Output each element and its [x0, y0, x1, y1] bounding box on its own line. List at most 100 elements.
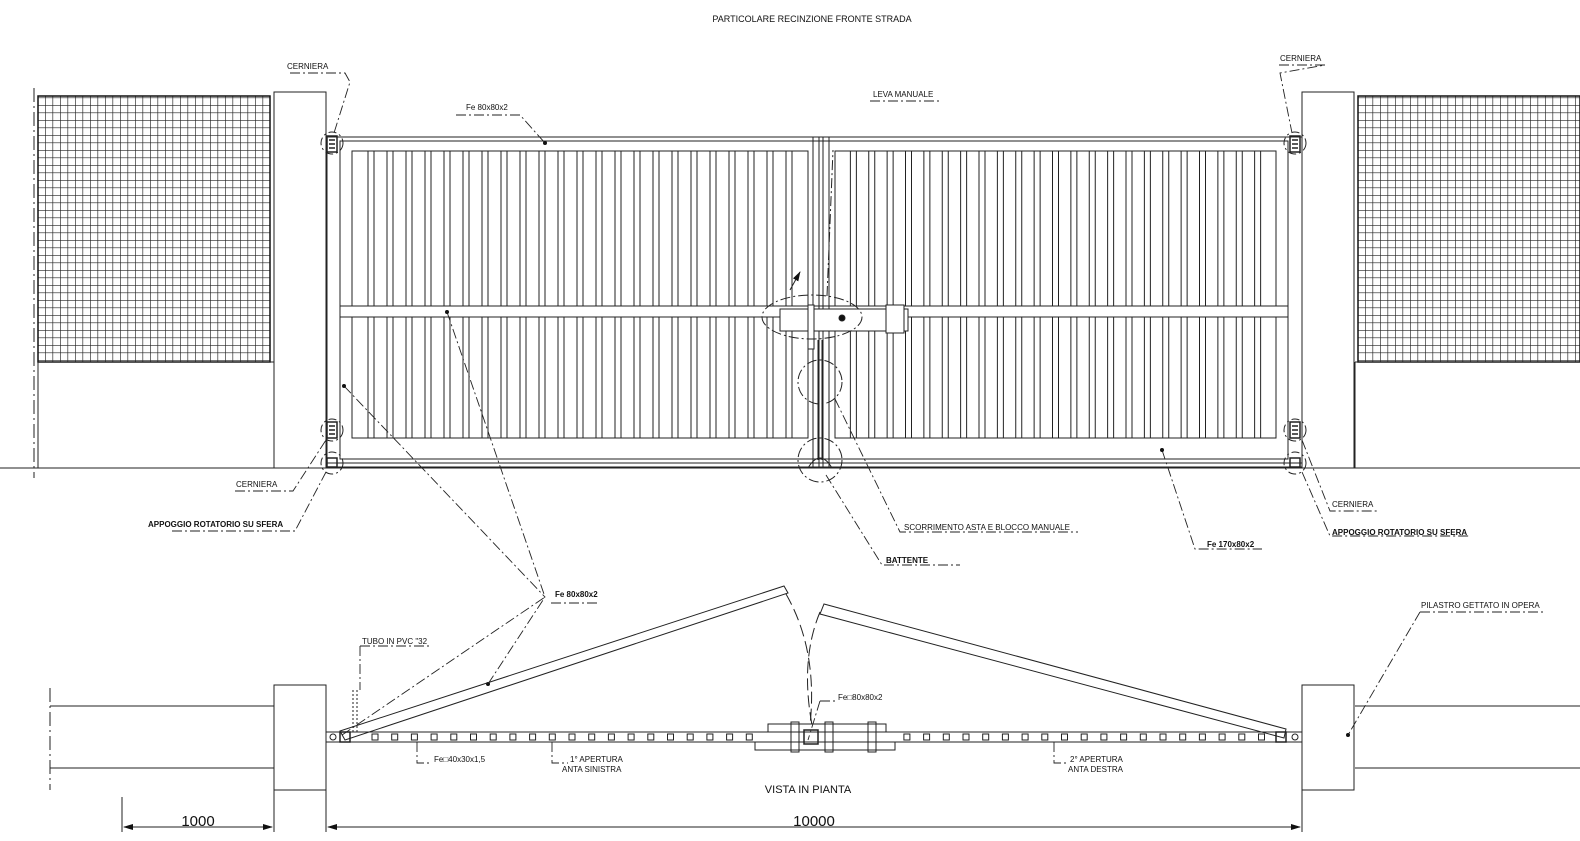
- rail-hole: [509, 733, 517, 741]
- right-pivot: [1291, 733, 1299, 741]
- hinge-top-left: [320, 131, 344, 155]
- drawing-title: PARTICOLARE RECINZIONE FRONTE STRADA: [712, 14, 911, 24]
- leader-leva: [826, 149, 834, 297]
- label-battente: BATTENTE: [886, 556, 929, 565]
- center-post-right: [824, 721, 834, 753]
- left-leaf-open: [339, 585, 789, 741]
- hinge-top-right: [1283, 131, 1307, 155]
- left-leaf-end: [339, 731, 351, 743]
- rail-hole: [489, 733, 497, 741]
- rail-hole: [923, 733, 931, 741]
- leader-apertura-2: [1053, 742, 1068, 764]
- dimension-lines: [121, 790, 1303, 832]
- rail-hole: [1238, 733, 1246, 741]
- leader-lines: [172, 64, 1545, 764]
- center-mullion: [812, 136, 830, 468]
- leader-cerniera-bottom-right: [1301, 439, 1378, 512]
- dimension-1000: 1000: [181, 813, 214, 830]
- detail-circle-lock: [761, 294, 863, 340]
- plan-view: [49, 585, 1580, 791]
- leader-tubo-pvc: [359, 645, 430, 690]
- rail-hole: [568, 733, 576, 741]
- label-fe-bottom-frame: Fe 170x80x2: [1207, 540, 1255, 549]
- rail-hole: [607, 733, 615, 741]
- rail-hole: [942, 733, 950, 741]
- panel-lower-right: [834, 316, 1277, 439]
- label-appoggio-left: APPOGGIO ROTATORIO SU SFERA: [148, 520, 283, 529]
- rail-hole: [1041, 733, 1049, 741]
- label-apertura-1-line1: 1° APERTURA: [570, 755, 624, 764]
- leader-apertura-1: [551, 742, 568, 764]
- leader-battente: [825, 474, 960, 566]
- label-fe-leaf: Fe 80x80x2: [555, 590, 598, 599]
- rail-hole: [1159, 733, 1167, 741]
- label-fe-top-frame: Fe 80x80x2: [466, 103, 508, 112]
- center-block-top: [767, 723, 887, 733]
- rail-hole: [1061, 733, 1068, 741]
- rail-hole: [686, 733, 694, 741]
- right-pillar: [1301, 91, 1355, 469]
- gate-outer-frame: [326, 136, 1303, 464]
- leader-cerniera-top-left: [290, 72, 351, 134]
- label-fe-rail: Fe□40x30x1,5: [434, 755, 486, 764]
- panel-upper-right: [834, 150, 1277, 307]
- gate-inner-frame: [339, 140, 1289, 460]
- rail-hole: [962, 733, 970, 741]
- left-swing-arc: [785, 593, 813, 726]
- rail-hole: [1139, 733, 1147, 741]
- rail-hole: [627, 733, 635, 741]
- rail-hole: [371, 733, 379, 741]
- label-apertura-2-line1: 2° APERTURA: [1070, 755, 1124, 764]
- rail-holes: [371, 733, 1265, 741]
- rail-hole: [1198, 733, 1206, 741]
- rail-hole: [529, 733, 537, 741]
- leader-cerniera-bottom-left: [235, 439, 327, 492]
- leader-fe-leaf-3: [341, 596, 546, 736]
- label-tubo-pvc: TUBO IN PVC "32: [362, 637, 428, 646]
- right-leaf-end: [1275, 731, 1287, 743]
- rail-hole: [1179, 733, 1187, 741]
- label-vista-in-pianta: VISTA IN PIANTA: [765, 784, 852, 796]
- rail-hole: [588, 733, 596, 741]
- rail-hole: [1258, 733, 1265, 741]
- detail-circle-stop: [797, 437, 843, 483]
- right-leaf-open: [819, 603, 1287, 739]
- leader-cerniera-top-right: [1279, 64, 1326, 134]
- label-leva-manuale: LEVA MANUALE: [873, 90, 933, 99]
- plan-right-pillar: [1301, 684, 1355, 791]
- center-lock-box: [803, 729, 819, 745]
- label-cerniera-top-right: CERNIERA: [1280, 54, 1322, 63]
- label-cerniera-bottom-right: CERNIERA: [1332, 500, 1374, 509]
- leader-pilastro: [1347, 611, 1545, 736]
- rail-hole: [1080, 733, 1088, 741]
- vertical-slats: [367, 151, 1262, 438]
- hinge-mid-right: [1283, 418, 1307, 442]
- label-apertura-2-line2: ANTA DESTRA: [1068, 765, 1124, 774]
- left-pivot: [329, 733, 337, 741]
- gate-stop: [807, 457, 833, 469]
- label-apertura-1-line2: ANTA SINISTRA: [562, 765, 622, 774]
- leader-fe-top: [456, 114, 546, 144]
- panel-lower-left: [351, 316, 809, 439]
- rail-hole: [726, 733, 734, 741]
- lock-pivot: [838, 314, 846, 322]
- elevation-view: [0, 88, 1580, 483]
- center-post-far: [867, 721, 877, 753]
- leader-fe-leaf-2: [343, 385, 546, 598]
- right-swing-arc: [807, 611, 821, 726]
- label-cerniera-top-left: CERNIERA: [287, 62, 329, 71]
- rail-hole: [903, 733, 911, 741]
- rail-hole: [706, 733, 714, 741]
- leader-appoggio-right: [1301, 471, 1470, 537]
- panel-upper-left: [351, 150, 809, 307]
- leader-fe-center: [807, 700, 838, 741]
- label-fe-center: Fe□80x80x2: [838, 693, 883, 702]
- hinge-mid-left: [320, 418, 344, 442]
- rail-hole: [1100, 733, 1108, 741]
- right-mesh-fence: [1357, 95, 1580, 363]
- rail-hole: [745, 733, 753, 741]
- bearing-left: [320, 451, 344, 475]
- rail-hole: [548, 733, 556, 741]
- center-post-left: [790, 721, 800, 753]
